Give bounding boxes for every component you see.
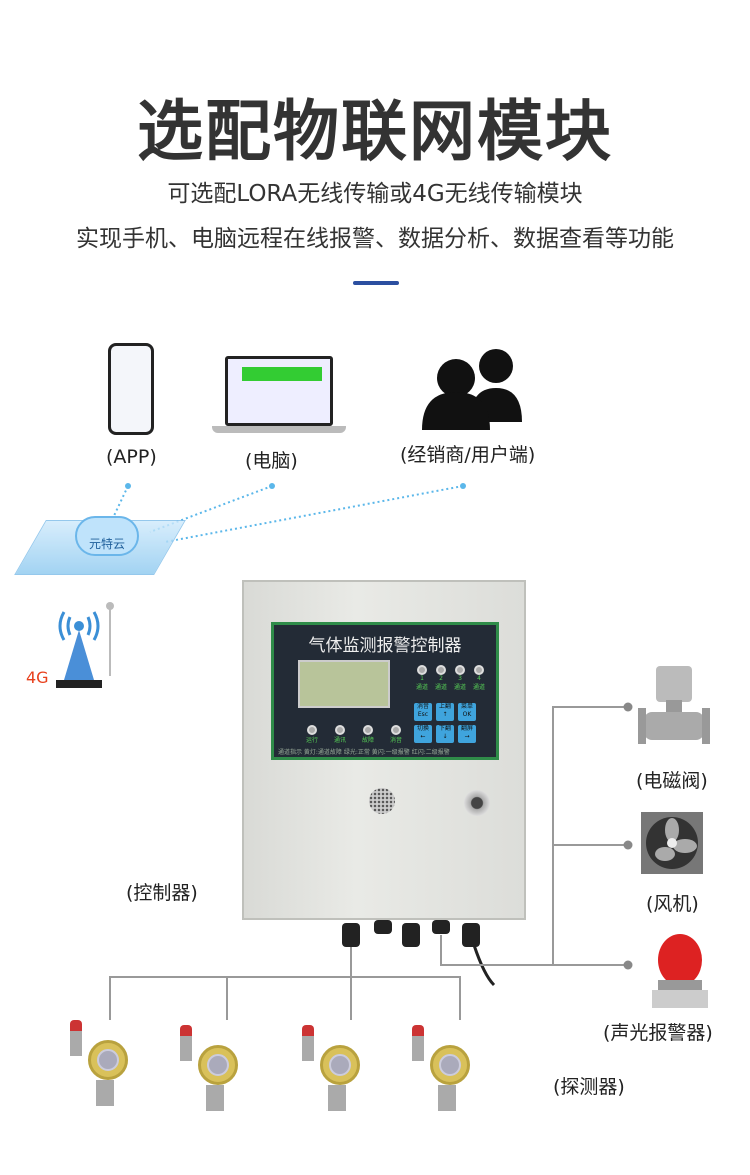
divider-bar: [353, 281, 399, 285]
pc-label: (电脑): [245, 450, 298, 472]
right-key[interactable]: 翻屏→: [458, 725, 476, 743]
users-icon: [422, 349, 522, 430]
led-comm: 通讯: [332, 725, 348, 744]
detector-1: [70, 1020, 140, 1110]
cloud-icon: 元特云: [75, 516, 139, 556]
alarm-light-icon: [652, 934, 708, 1008]
dealer-label: (经销商/用户端): [400, 444, 536, 466]
phone-icon: [108, 343, 154, 435]
key-lock[interactable]: [464, 790, 490, 816]
solenoid-valve-icon: [638, 666, 710, 744]
led-mute: 消音: [388, 725, 404, 744]
page-title: 选配物联网模块: [137, 93, 613, 170]
fan-label: (风机): [646, 893, 699, 915]
detector-3: [302, 1025, 372, 1115]
panel-legend: 通道指示 黄灯:通道故障 绿光:正常 黄闪:一级报警 红闪:二级报警: [278, 749, 450, 756]
detector-2: [180, 1025, 250, 1115]
subtitle-2: 实现手机、电脑远程在线报警、数据分析、数据查看等功能: [76, 226, 674, 252]
left-key[interactable]: 切换←: [414, 725, 432, 743]
laptop-icon: [225, 356, 333, 426]
led-fault: 故障: [360, 725, 376, 744]
laptop-base: [212, 426, 346, 433]
app-label: (APP): [106, 446, 157, 468]
down-key[interactable]: 下翻↓: [436, 725, 454, 743]
fan-icon: [641, 812, 703, 874]
detector-4: [412, 1025, 482, 1115]
speaker-grille: [369, 788, 395, 814]
wireless-links: [111, 483, 466, 543]
wiring: [109, 920, 553, 1020]
4g-tower-icon: [56, 602, 114, 688]
lcd-screen: [298, 660, 390, 708]
output-wiring: [552, 702, 633, 970]
controller-label: (控制器): [126, 882, 198, 904]
alarm-label: (声光报警器): [603, 1022, 713, 1044]
subtitle-1: 可选配LORA无线传输或4G无线传输模块: [167, 181, 583, 207]
up-key[interactable]: 上翻↑: [436, 703, 454, 721]
detector-label: (探测器): [553, 1076, 625, 1098]
led-run: 运行: [304, 725, 320, 744]
panel-title: 气体监测报警控制器: [308, 636, 462, 656]
valve-label: (电磁阀): [636, 770, 708, 792]
4g-label: 4G: [26, 668, 49, 687]
cloud-label: 元特云: [88, 537, 125, 551]
